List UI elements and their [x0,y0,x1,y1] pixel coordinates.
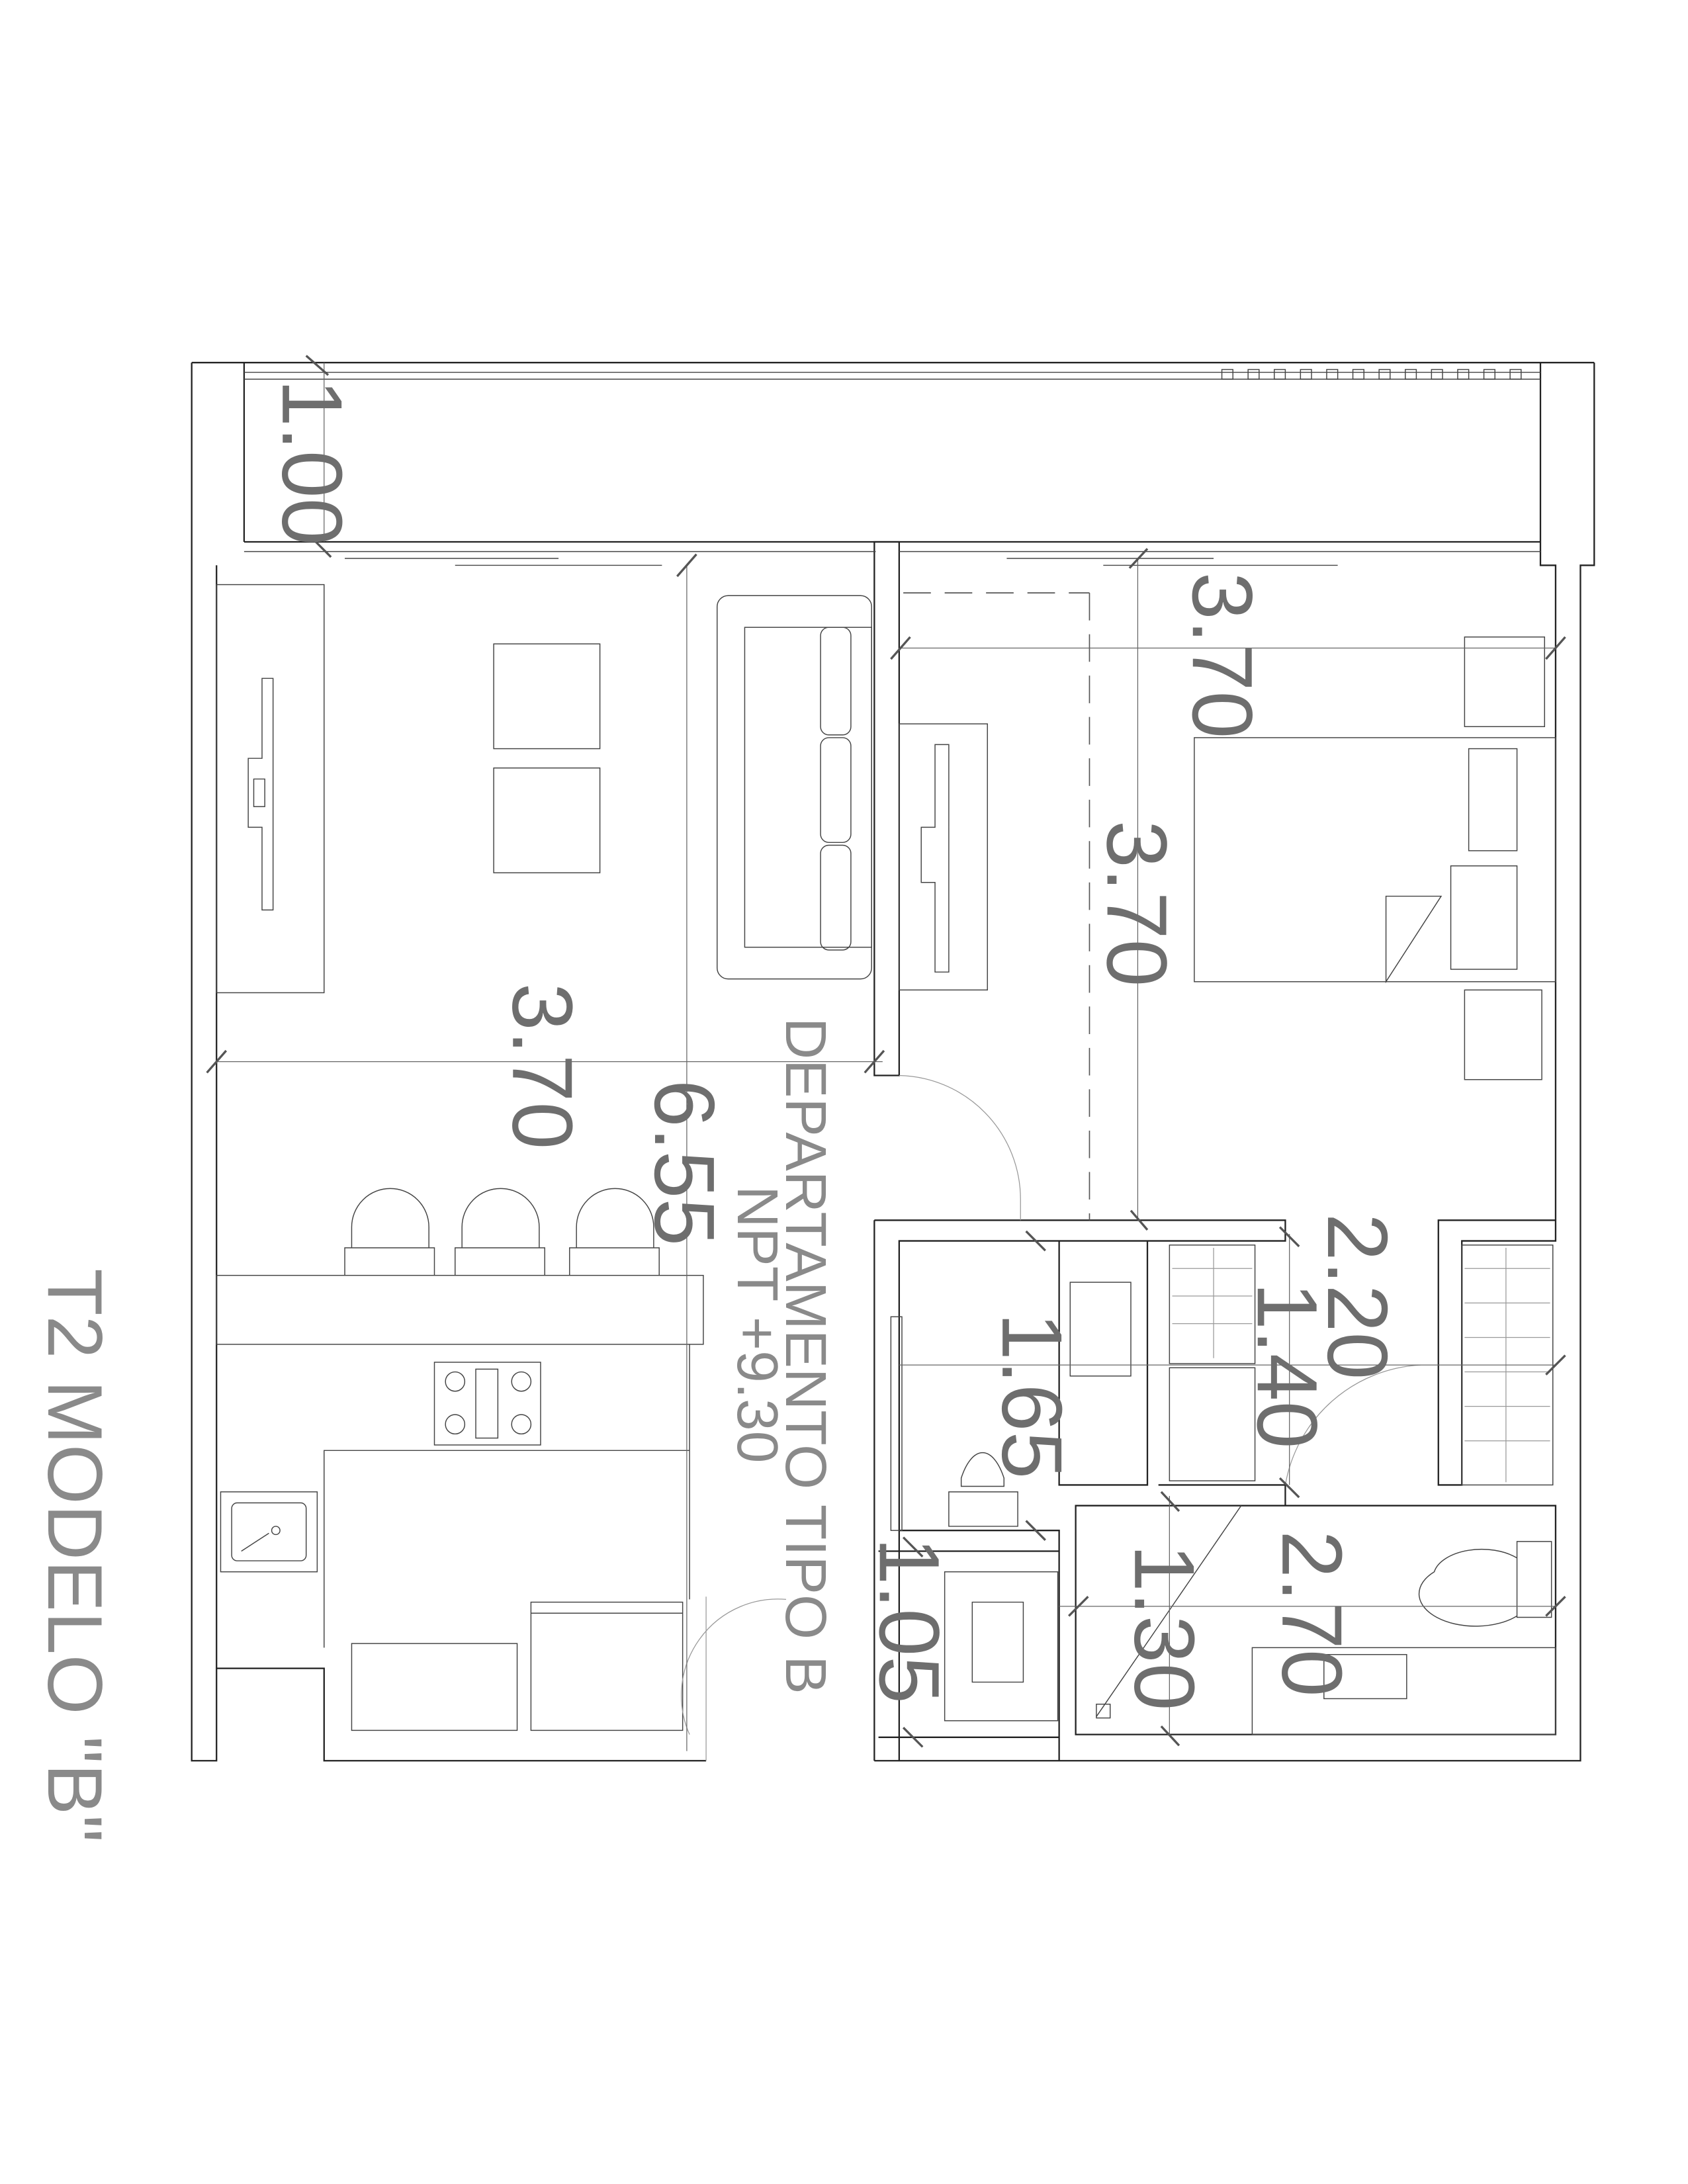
dim-bedroom-width-top: 3.70 [1175,572,1270,738]
bedroom [899,592,1556,1221]
living-furniture [216,584,872,994]
dimension-lines [206,355,1566,1751]
plan-title: T2 MODELO "B" [32,1268,118,1842]
dim-living-width: 3.70 [494,983,590,1149]
dim-laundry-width: 1.05 [862,1538,957,1704]
dim-closet-width: 2.20 [1310,1213,1405,1379]
dim-hall-width: 1.30 [1116,1544,1212,1710]
dim-bath1-width: 1.65 [984,1313,1079,1479]
level-label: NPT +9.30 [725,1186,790,1463]
balcony-planters [1221,369,1522,380]
dim-bedroom-width-mid: 3.70 [1089,820,1184,986]
kitchen [216,1188,787,1761]
dim-living-depth: 6.55 [637,1080,732,1246]
dim-closet-depth: 1.40 [1239,1282,1335,1448]
dim-bath2-width: 2.70 [1264,1530,1359,1696]
dim-balcony-depth: 1.00 [264,379,359,545]
unit-label: DEPARTAMENTO TIPO B [774,1018,838,1694]
